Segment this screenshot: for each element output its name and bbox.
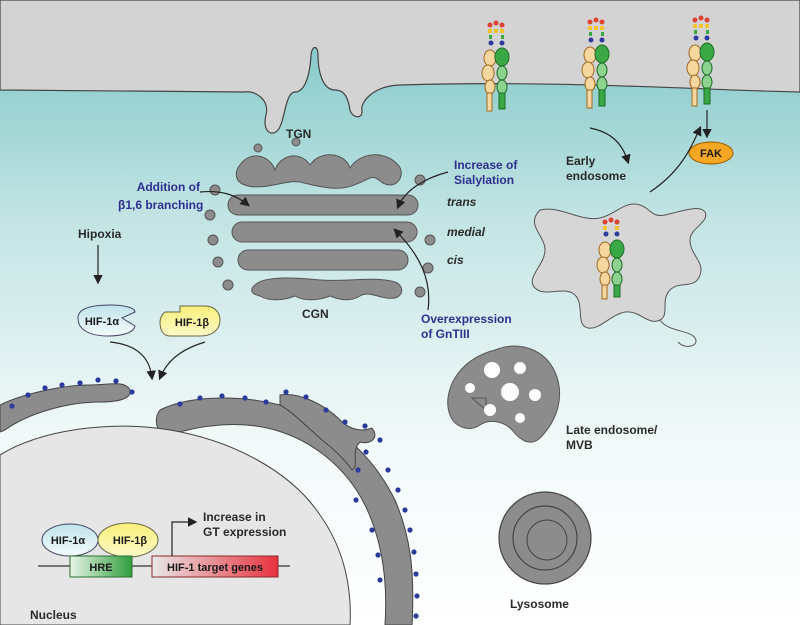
nucleus-label: Nucleus bbox=[30, 608, 77, 622]
mvb-vesicles bbox=[465, 362, 541, 423]
hre-element bbox=[69, 555, 133, 578]
cis-label: cis bbox=[447, 253, 464, 267]
tgn-label: TGN bbox=[286, 127, 311, 141]
arrow-endosome-recycling bbox=[649, 125, 702, 193]
golgi-apparatus bbox=[204, 137, 436, 301]
trans-label: trans bbox=[447, 195, 477, 209]
sialylation-label-line1: Increase of bbox=[454, 158, 518, 172]
gt-expression-label-line2: GT expression bbox=[203, 525, 286, 539]
medial-label: medial bbox=[447, 225, 486, 239]
addition-label-line2: β1,6 branching bbox=[118, 198, 203, 212]
glycoprotein-3 bbox=[686, 15, 715, 107]
overexpression-label-line1: Overexpression bbox=[421, 312, 512, 326]
hipoxia-label: Hipoxia bbox=[78, 227, 122, 241]
golgi-cisterna-medial bbox=[231, 221, 418, 243]
process-arrows bbox=[93, 110, 712, 381]
cgn-label: CGN bbox=[302, 307, 329, 321]
golgi-cisterna-cis bbox=[237, 249, 409, 271]
hif1a-label: HIF-1α bbox=[85, 316, 120, 328]
lysosome bbox=[498, 491, 592, 585]
arrow-hif1b-merge bbox=[158, 341, 206, 381]
hif1a-protein bbox=[77, 304, 136, 337]
ribosomes bbox=[9, 377, 420, 619]
glycan-chain bbox=[487, 20, 505, 46]
target-genes-label: HIF-1 target genes bbox=[167, 562, 263, 574]
glycoprotein-1 bbox=[481, 20, 510, 112]
arrow-overexpression bbox=[393, 228, 430, 311]
early-endosome-label-line2: endosome bbox=[566, 169, 626, 183]
gt-expression-label-line1: Increase in bbox=[203, 510, 266, 524]
target-genes-element bbox=[151, 555, 279, 578]
hif1b-protein bbox=[159, 305, 221, 337]
hif1a-nuclear-label: HIF-1α bbox=[51, 535, 86, 547]
sialylation-label-line2: Sialylation bbox=[454, 173, 514, 187]
arrow-hif1a-merge bbox=[109, 341, 156, 381]
endosome-tubule bbox=[659, 319, 697, 347]
arrow-addition-branching bbox=[199, 190, 250, 207]
hre-label: HRE bbox=[89, 562, 112, 574]
addition-label-line1: Addition of bbox=[137, 180, 201, 194]
arrow-to-early-endosome bbox=[589, 127, 631, 165]
late-endosome-label-line2: MVB bbox=[566, 438, 593, 452]
hif1b-nuclear-label: HIF-1β bbox=[113, 535, 148, 547]
hif1b-label: HIF-1β bbox=[175, 317, 210, 329]
fak-node bbox=[688, 141, 734, 165]
golgi-cisterna-tgn bbox=[235, 154, 402, 189]
early-endosome-label-line1: Early bbox=[566, 154, 596, 168]
lysosome-label: Lysosome bbox=[510, 597, 569, 611]
glycoprotein-endosome bbox=[596, 217, 625, 300]
glycan-chain bbox=[587, 17, 605, 43]
er-branch bbox=[279, 394, 376, 471]
late-endosome-label-line1: Late endosome/ bbox=[566, 423, 658, 437]
overexpression-label-line2: of GnTIII bbox=[421, 327, 470, 341]
glycan-chain bbox=[692, 15, 710, 41]
transcription-arrow bbox=[171, 517, 198, 556]
fak-label: FAK bbox=[700, 148, 722, 160]
golgi-vesicles bbox=[204, 137, 436, 298]
golgi-cisterna-cgn bbox=[251, 277, 403, 301]
golgi-cisterna-trans bbox=[227, 194, 419, 216]
glycoprotein-2 bbox=[581, 17, 610, 109]
arrow-sialylation bbox=[396, 171, 449, 210]
